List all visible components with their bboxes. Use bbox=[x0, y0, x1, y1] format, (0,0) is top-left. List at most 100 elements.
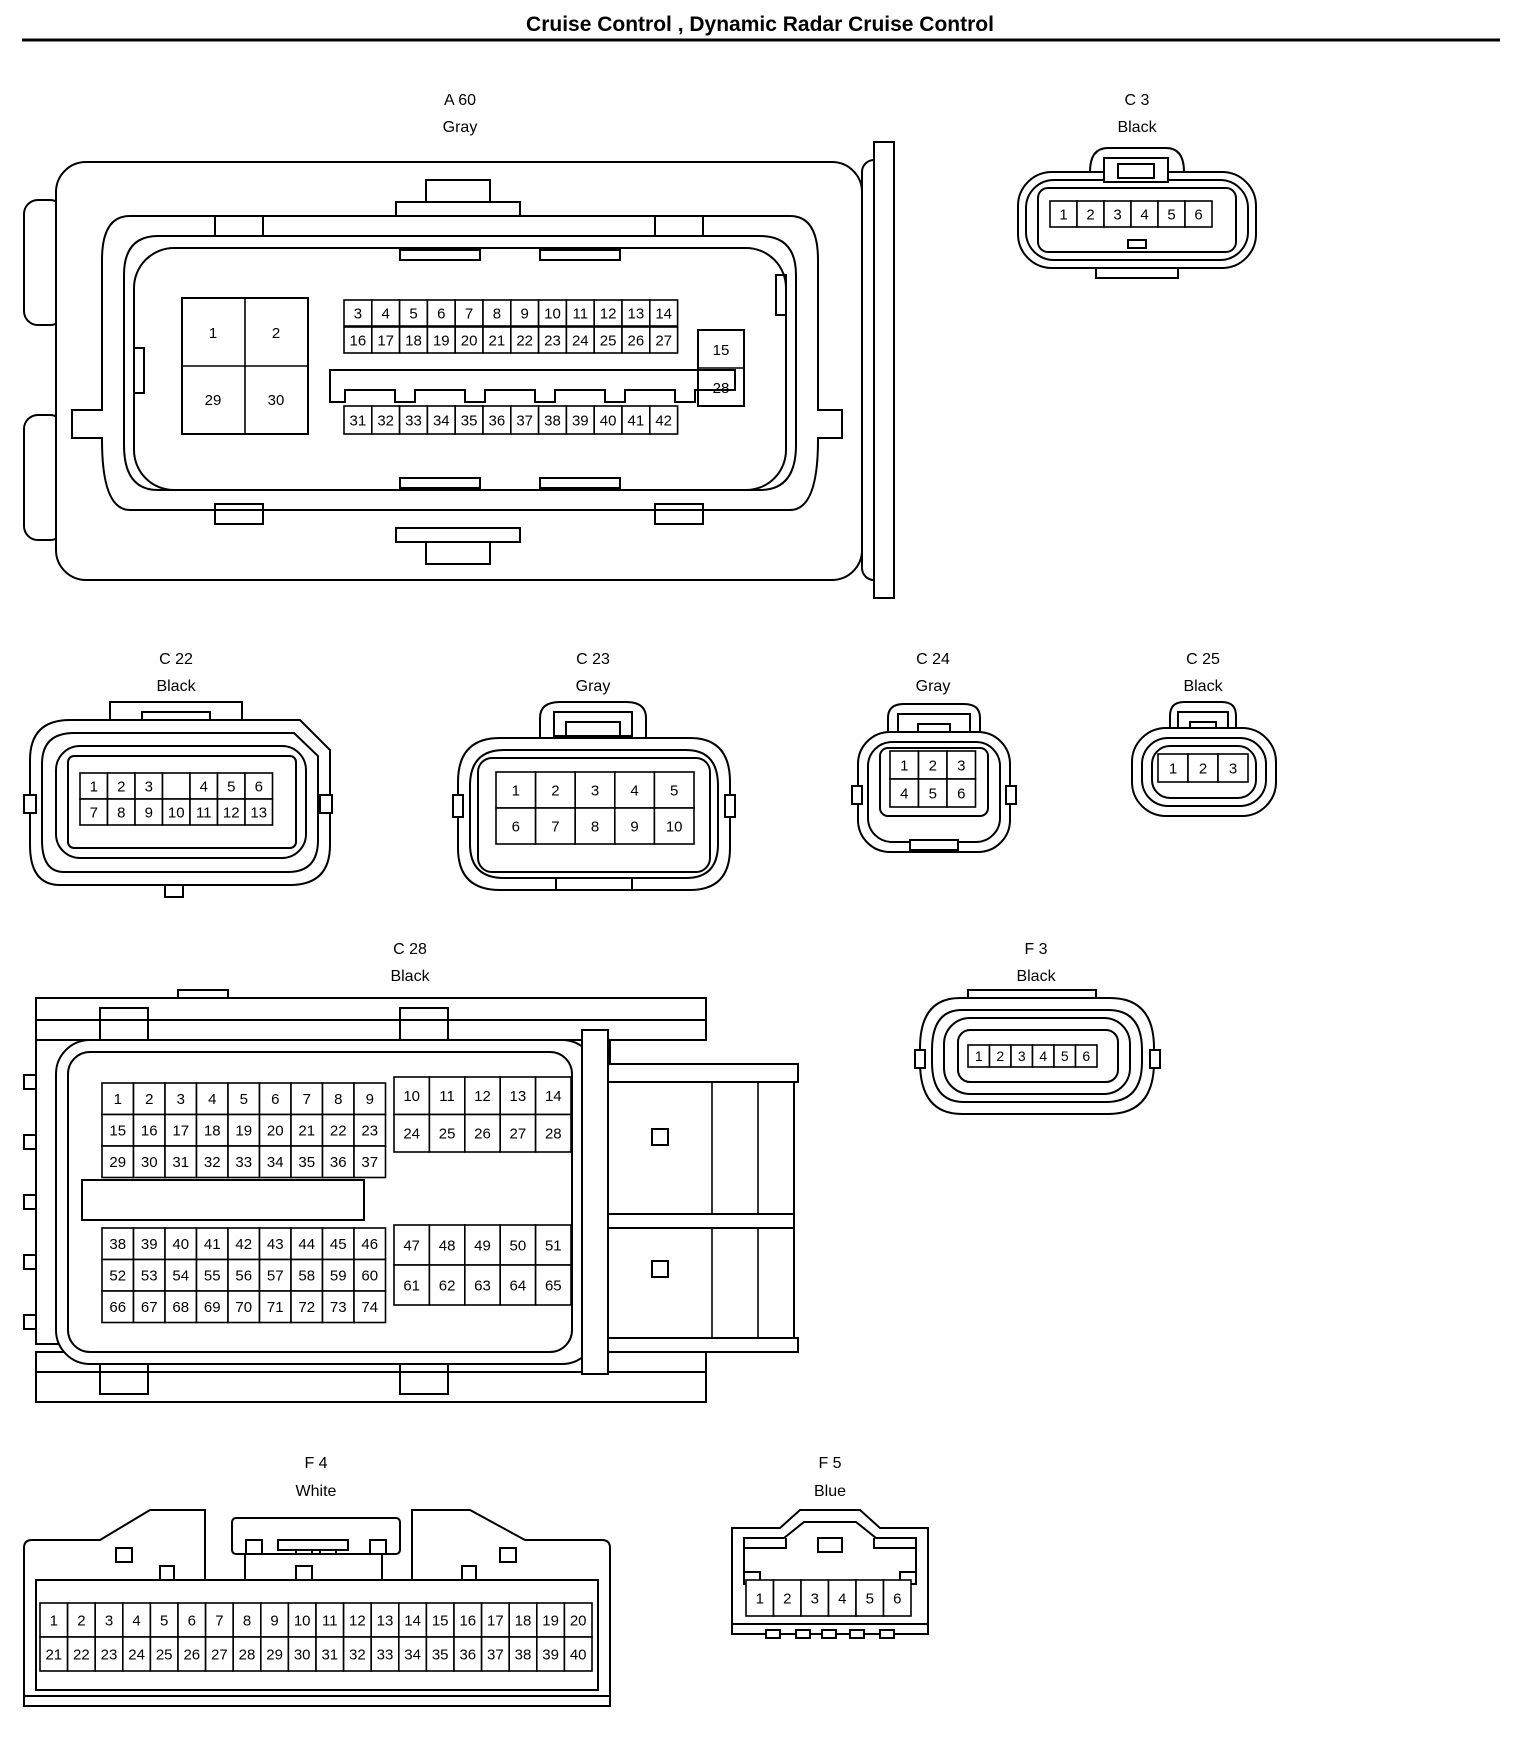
pin-cell bbox=[454, 405, 484, 435]
pin-cell bbox=[565, 326, 596, 354]
connector-c28-id: C 28 bbox=[393, 941, 427, 958]
connector-a60: A 60 Gray bbox=[23, 92, 895, 599]
pin-label: 17 bbox=[172, 1123, 189, 1140]
pin-cell bbox=[565, 299, 596, 327]
pin-label: 27 bbox=[211, 1646, 228, 1663]
pin-cell bbox=[204, 1602, 235, 1638]
pin-label: 7 bbox=[303, 1091, 311, 1108]
pin-label: 1 bbox=[114, 1091, 122, 1108]
pin-label: 36 bbox=[459, 1646, 476, 1663]
connector-a60-id: A 60 bbox=[444, 92, 476, 109]
pin-label: 61 bbox=[403, 1277, 420, 1294]
pin-label: 71 bbox=[267, 1299, 284, 1316]
pin-cell bbox=[534, 1224, 572, 1266]
pin-label: 9 bbox=[145, 804, 153, 821]
pin-label: 19 bbox=[542, 1612, 559, 1629]
pin-label: 30 bbox=[141, 1154, 158, 1171]
pin-label: 6 bbox=[1082, 1048, 1090, 1064]
pin-label: 57 bbox=[267, 1268, 284, 1285]
pin-cell bbox=[1130, 200, 1159, 228]
pin-cell bbox=[315, 1636, 345, 1672]
page-title: Cruise Control , Dynamic Radar Cruise Co… bbox=[526, 13, 994, 36]
pin-cell bbox=[772, 1579, 802, 1617]
pin-cell bbox=[321, 1290, 355, 1324]
pin-label: 4 bbox=[1039, 1048, 1047, 1064]
pin-label: 32 bbox=[349, 1646, 366, 1663]
pin-label: 31 bbox=[350, 412, 367, 429]
pin-label: 58 bbox=[298, 1268, 315, 1285]
pin-label: 28 bbox=[239, 1646, 256, 1663]
pin-label: 43 bbox=[267, 1236, 284, 1253]
pin-label: 1 bbox=[975, 1048, 983, 1064]
pin-cell bbox=[482, 326, 512, 354]
pin-label: 66 bbox=[109, 1299, 126, 1316]
pin-label: 32 bbox=[377, 412, 394, 429]
pin-label: 29 bbox=[109, 1154, 126, 1171]
connector-c25-id: C 25 bbox=[1186, 651, 1220, 668]
pin-cell bbox=[101, 1145, 135, 1179]
pin-cell bbox=[946, 750, 977, 780]
pin-label: 5 bbox=[160, 1612, 168, 1629]
pin-cell bbox=[534, 771, 576, 809]
pin-label: 14 bbox=[655, 305, 672, 322]
pin-cell bbox=[227, 1227, 261, 1261]
pin-label: 39 bbox=[542, 1646, 559, 1663]
pin-cell bbox=[889, 750, 920, 780]
pin-label: 1 bbox=[1169, 760, 1177, 777]
pin-cell bbox=[621, 326, 651, 354]
pin-label: 21 bbox=[45, 1646, 62, 1663]
pin-label: 25 bbox=[439, 1126, 456, 1143]
pin-label: 37 bbox=[361, 1154, 378, 1171]
pin-cell bbox=[1187, 753, 1219, 783]
pin-label: 4 bbox=[200, 778, 208, 795]
connector-f4-id: F 4 bbox=[304, 1455, 327, 1472]
pin-cell bbox=[227, 1290, 261, 1324]
pin-label: 23 bbox=[544, 332, 561, 349]
pin-cell bbox=[259, 1636, 290, 1672]
pin-label: 4 bbox=[382, 305, 390, 322]
pin-cell bbox=[482, 405, 512, 435]
pin-label: 22 bbox=[73, 1646, 90, 1663]
pin-cell bbox=[648, 299, 679, 327]
pin-label: 4 bbox=[208, 1091, 216, 1108]
pin-label: 5 bbox=[1167, 206, 1175, 223]
pin-label: 38 bbox=[544, 412, 561, 429]
pin-label: 68 bbox=[172, 1299, 189, 1316]
pin-cell bbox=[315, 1602, 345, 1638]
pin-cell bbox=[855, 1579, 885, 1617]
pin-cell bbox=[195, 1145, 229, 1179]
pin-label: 11 bbox=[196, 804, 212, 821]
pin-cell bbox=[216, 772, 246, 800]
pin-label: 15 bbox=[713, 342, 730, 359]
pin-label: 59 bbox=[330, 1268, 347, 1285]
pin-cell bbox=[563, 1636, 593, 1672]
pin-label: 7 bbox=[551, 818, 559, 835]
pin-cell bbox=[574, 807, 616, 845]
pin-label: 65 bbox=[545, 1277, 562, 1294]
pin-label: 1 bbox=[209, 325, 217, 342]
pin-cell bbox=[425, 1602, 455, 1638]
pin-label: 25 bbox=[156, 1646, 173, 1663]
pin-cell bbox=[621, 405, 651, 435]
pin-label: 51 bbox=[545, 1237, 562, 1254]
pin-cell bbox=[534, 1264, 572, 1306]
pin-cell bbox=[1103, 200, 1132, 228]
pin-label: 40 bbox=[600, 412, 617, 429]
pin-label: 33 bbox=[405, 412, 422, 429]
a60-large-pins: 1 2 29 30 bbox=[181, 297, 309, 435]
pin-cell bbox=[1076, 200, 1105, 228]
pin-cell bbox=[393, 1113, 431, 1153]
pin-label: 2 bbox=[783, 1590, 791, 1607]
pin-label: 6 bbox=[437, 305, 445, 322]
pin-cell bbox=[463, 1113, 501, 1153]
pin-cell bbox=[149, 1636, 179, 1672]
pin-label: 62 bbox=[439, 1277, 456, 1294]
